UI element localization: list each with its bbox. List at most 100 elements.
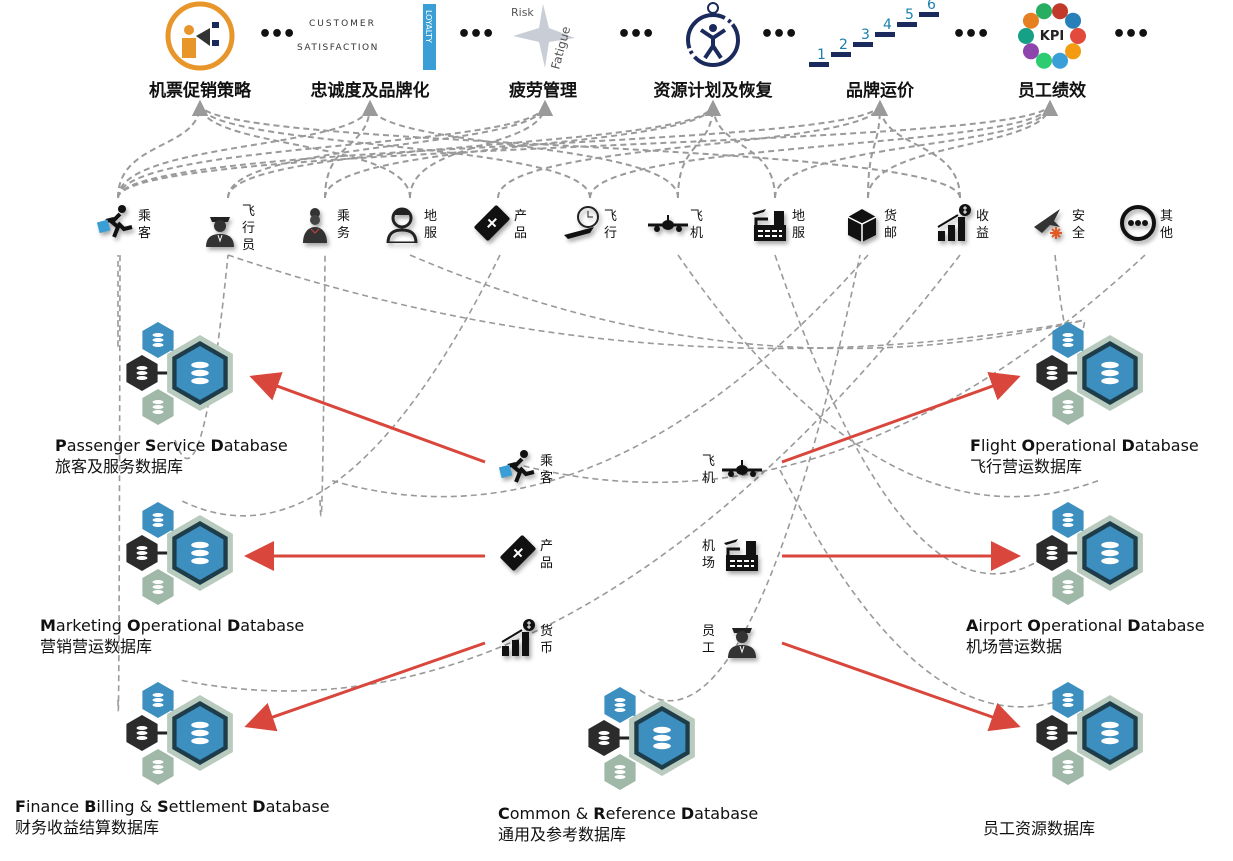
kpi-dot-icon: [1065, 43, 1082, 60]
dashed-connector: [227, 254, 1086, 350]
dashed-connector: [192, 100, 411, 199]
category-label: 货币: [540, 624, 554, 656]
category-ground-staff: 地服: [382, 203, 438, 247]
kpi-dot-icon: [1052, 3, 1069, 20]
category-label: 飞行员: [242, 204, 256, 253]
database-name-en: Passenger Service Database: [55, 436, 288, 455]
kpi-dot-icon: [1070, 28, 1086, 44]
dashed-connector: [192, 100, 961, 199]
ellipsis-icon: •••: [258, 22, 296, 47]
cargo-box-icon: [842, 203, 882, 247]
category-label: 地服: [424, 209, 438, 241]
database-name-en: Airport Operational Database: [966, 616, 1205, 635]
dashed-connector: [867, 100, 888, 199]
top-label: 忠诚度及品牌化: [310, 81, 430, 101]
database-name-zh: 旅客及服务数据库: [55, 457, 184, 476]
category-label: 飞机: [702, 454, 716, 486]
dashed-connector: [362, 100, 679, 199]
kpi-dot-icon: [1052, 52, 1069, 69]
red-arrow: [249, 372, 486, 464]
dashed-connector: [117, 100, 888, 199]
dashed-connector: [117, 100, 553, 199]
ellipsis-icon: •••: [617, 22, 655, 47]
database-cluster-icon: [126, 681, 233, 786]
category-label: 飞行: [604, 209, 618, 241]
database-name-en: Flight Operational Database: [970, 436, 1199, 455]
dashed-connector: [329, 254, 869, 498]
database-label: Flight Operational Database 飞行营运数据库: [970, 435, 1199, 477]
step-number: 1: [817, 47, 826, 63]
kpi-dot-icon: [1035, 52, 1052, 69]
kpi-dot-icon: [1022, 12, 1039, 29]
dashed-connector: [319, 254, 326, 517]
kpi-dot-icon: [1035, 3, 1052, 20]
category-label: 收益: [976, 209, 990, 241]
pilot-icon: [722, 618, 762, 662]
database-cluster-icon: [1036, 681, 1143, 786]
dashed-connector: [117, 100, 208, 199]
dashed-connector: [677, 100, 721, 199]
category-pilot: 员工: [700, 618, 762, 662]
top-label: 机票促销策略: [149, 81, 251, 101]
database-name-zh: 飞行营运数据库: [970, 457, 1083, 476]
dashed-connector: [174, 254, 229, 460]
category-airport-tower: 机场: [700, 533, 762, 577]
dashed-connector: [117, 254, 121, 712]
category-running-passenger: 乘客: [498, 448, 554, 492]
database-cluster-icon: [588, 686, 695, 791]
step-number: 6: [927, 0, 936, 13]
top-label: 疲劳管理: [509, 81, 577, 101]
dashed-connector: [324, 100, 378, 199]
plane-safety-icon: [1030, 203, 1070, 247]
dashed-connector: [117, 100, 378, 199]
top-label: 员工绩效: [1018, 81, 1086, 101]
category-label: 乘客: [540, 454, 554, 486]
crossword-word: LOYALTY: [424, 10, 433, 43]
category-label: 飞机: [690, 209, 704, 241]
category-label: 安全: [1072, 209, 1086, 241]
category-ticket: 产品: [498, 533, 554, 577]
database-label: 员工资源数据库: [983, 818, 1095, 839]
top-item-resource-planning: 资源计划及恢复: [638, 0, 788, 101]
top-item-staff-performance: KPI 员工绩效: [977, 0, 1127, 101]
category-label: 产品: [540, 539, 554, 571]
category-label: 乘务: [337, 209, 351, 241]
top-item-promotion: 机票促销策略: [125, 0, 275, 101]
kpi-circle-icon: KPI: [1016, 0, 1088, 72]
revenue-chart-icon: [934, 203, 974, 247]
top-label: 品牌运价: [846, 81, 914, 101]
database-cluster-icon: [126, 321, 233, 426]
crossword-word: SATISFACTION: [297, 43, 379, 53]
database-label: Passenger Service Database 旅客及服务数据库: [55, 435, 288, 477]
more-icon: [1118, 203, 1158, 247]
category-airplane-front: 飞机: [700, 448, 762, 492]
dashed-connector: [227, 100, 553, 199]
ticket-icon: [498, 533, 538, 577]
airport-tower-icon: [750, 203, 790, 247]
red-arrow: [781, 641, 1021, 732]
dashed-connector: [774, 100, 1058, 199]
running-passenger-icon: [96, 203, 136, 247]
kpi-dot-icon: [1018, 28, 1034, 44]
dashed-connector: [779, 469, 1086, 708]
airplane-front-icon: [722, 448, 762, 492]
dashed-connector: [192, 100, 591, 199]
category-revenue-chart: 货币: [498, 618, 554, 662]
plane-clock-icon: [562, 203, 602, 247]
promotion-megaphone-icon: [164, 0, 236, 72]
crossword-word: CUSTOMER: [309, 19, 376, 29]
dashed-connector: [705, 100, 776, 199]
category-more: 其他: [1118, 203, 1174, 247]
step-number: 4: [883, 17, 892, 33]
category-label: 地服: [792, 209, 806, 241]
running-passenger-icon: [498, 448, 538, 492]
red-arrow: [781, 372, 1021, 464]
step-number: 2: [839, 37, 848, 53]
